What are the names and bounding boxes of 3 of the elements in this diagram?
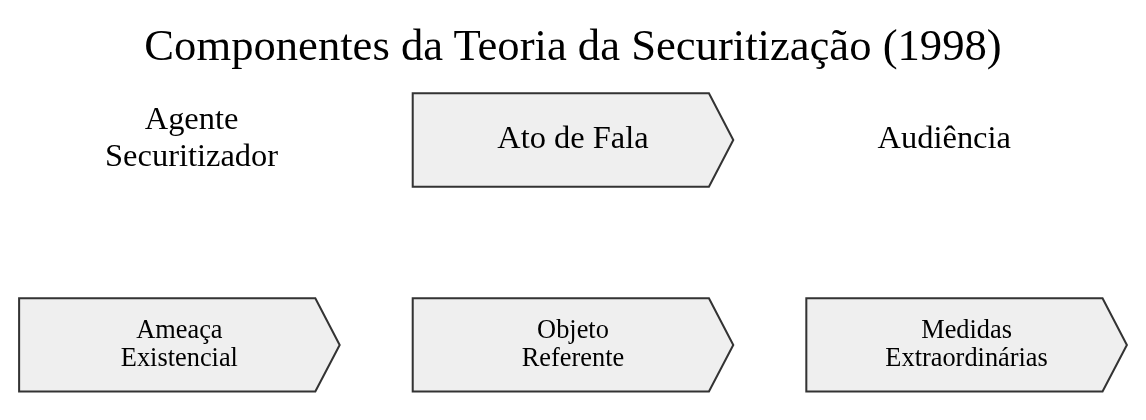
diagram-title: Componentes da Teoria da Securitização (1998) bbox=[144, 20, 1002, 71]
label: Audiência bbox=[877, 118, 1011, 155]
label: Agente Securitizador bbox=[105, 100, 279, 173]
